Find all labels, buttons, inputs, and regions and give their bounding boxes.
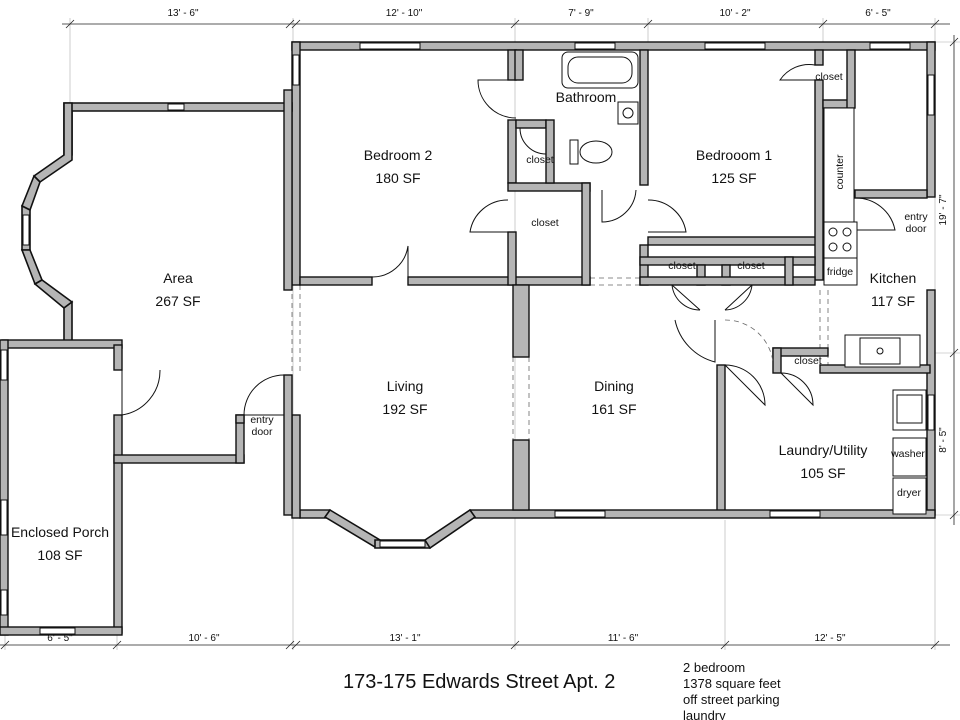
label-closet-hall-2: closet bbox=[737, 260, 765, 272]
dim-right-2: 8' - 5" bbox=[938, 427, 949, 453]
room-bathroom-name: Bathroom bbox=[556, 89, 617, 105]
dim-right-1: 19' - 7" bbox=[938, 194, 949, 225]
label-counter: counter bbox=[834, 154, 846, 190]
room-dining-name: Dining bbox=[594, 378, 634, 394]
stove-icon bbox=[823, 221, 858, 259]
bottom-dimensions: 6' - 5" 10' - 6" 13' - 1" 11' - 6" 12' -… bbox=[0, 633, 950, 650]
label-closet-bath: closet bbox=[526, 154, 554, 166]
dim-bottom-3: 13' - 1" bbox=[389, 633, 420, 644]
plan-title: 173-175 Edwards Street Apt. 2 bbox=[343, 671, 615, 693]
info-line-3: off street parking bbox=[683, 692, 780, 707]
fixtures bbox=[561, 51, 927, 515]
room-living-sf: 192 SF bbox=[382, 401, 427, 417]
dim-bottom-2: 10' - 6" bbox=[188, 633, 219, 644]
label-closet-bed1: closet bbox=[815, 71, 843, 83]
room-bedroom1-sf: 125 SF bbox=[711, 170, 756, 186]
label-closet-hall-1: closet bbox=[668, 260, 696, 272]
info-line-4: laundry bbox=[683, 708, 726, 720]
dim-top-3: 7' - 9" bbox=[568, 8, 594, 19]
room-bedroom2-name: Bedroom 2 bbox=[364, 147, 433, 163]
door-swings bbox=[121, 64, 896, 416]
room-kitchen-sf: 117 SF bbox=[871, 293, 915, 309]
room-laundry-sf: 105 SF bbox=[800, 465, 845, 481]
label-door-area: door bbox=[251, 426, 273, 438]
label-entry-kitchen: entry bbox=[904, 211, 928, 223]
dim-top-2: 12' - 10" bbox=[386, 8, 423, 19]
plan-info: 2 bedroom 1378 square feet off street pa… bbox=[683, 660, 781, 720]
dryer-icon bbox=[892, 477, 927, 515]
small-labels: closet closet closet closet closet close… bbox=[250, 71, 928, 499]
windows bbox=[0, 42, 935, 635]
washer-icon bbox=[892, 437, 927, 477]
dim-bottom-1: 6' - 5" bbox=[47, 633, 73, 644]
top-dimensions: 13' - 6" 12' - 10" 7' - 9" 10' - 2" 6' -… bbox=[62, 8, 950, 29]
dim-top-5: 6' - 5" bbox=[865, 8, 891, 19]
dim-top-1: 13' - 6" bbox=[167, 8, 198, 19]
label-closet-laundry: closet bbox=[794, 355, 822, 367]
room-area-name: Area bbox=[163, 270, 193, 286]
walls bbox=[0, 41, 936, 636]
room-area-sf: 267 SF bbox=[155, 293, 200, 309]
label-closet-bed2: closet bbox=[531, 217, 559, 229]
fridge-icon bbox=[823, 257, 858, 286]
dim-bottom-5: 12' - 5" bbox=[814, 633, 845, 644]
room-porch-name: Enclosed Porch bbox=[11, 524, 109, 540]
toilet-icon bbox=[569, 139, 579, 165]
room-living-name: Living bbox=[387, 378, 424, 394]
label-entry-area: entry bbox=[250, 414, 274, 426]
room-dining-sf: 161 SF bbox=[591, 401, 636, 417]
dim-bottom-4: 11' - 6" bbox=[608, 633, 639, 644]
info-line-2: 1378 square feet bbox=[683, 676, 781, 691]
dim-top-4: 10' - 2" bbox=[719, 8, 750, 19]
partition-lines bbox=[291, 277, 829, 440]
label-door-kitchen: door bbox=[905, 223, 927, 235]
info-line-1: 2 bedroom bbox=[683, 660, 745, 675]
label-dryer: dryer bbox=[897, 487, 921, 499]
room-bedroom1-name: Bedrooom 1 bbox=[696, 147, 772, 163]
room-laundry-name: Laundry/Utility bbox=[779, 442, 868, 458]
room-porch-sf: 108 SF bbox=[37, 547, 82, 563]
counter-icon bbox=[823, 107, 855, 224]
room-labels: Area 267 SF Bedroom 2 180 SF Bathroom Be… bbox=[11, 89, 916, 563]
label-fridge: fridge bbox=[827, 266, 853, 278]
label-washer: washer bbox=[890, 448, 925, 460]
right-dimensions: 19' - 7" 8' - 5" bbox=[938, 35, 959, 525]
room-kitchen-name: Kitchen bbox=[870, 270, 917, 286]
room-bedroom2-sf: 180 SF bbox=[375, 170, 420, 186]
